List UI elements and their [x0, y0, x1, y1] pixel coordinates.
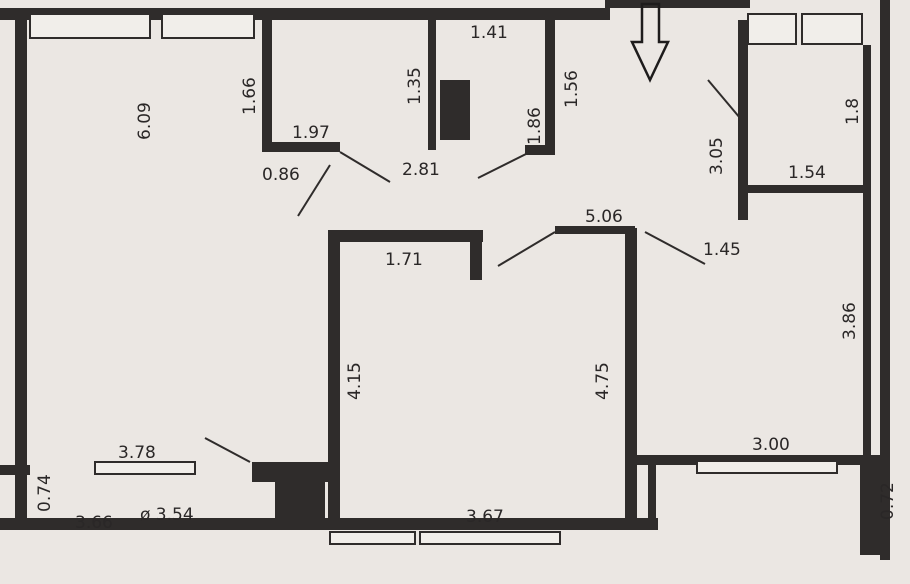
dim-label: 1.66 — [240, 77, 260, 115]
dim-label: 3.00 — [752, 435, 790, 455]
wall-bath-right — [545, 20, 555, 155]
wall-bed2-right — [625, 228, 637, 528]
window-bottom-left — [329, 531, 416, 545]
entrance-arrow-icon — [630, 2, 670, 83]
door-closet — [707, 79, 741, 119]
door-bath — [477, 151, 531, 179]
wall-closet — [738, 20, 748, 220]
dim-label: 1.54 — [788, 163, 826, 183]
left-wall — [15, 8, 27, 518]
window-top-right-b — [801, 13, 863, 45]
windows — [29, 13, 863, 545]
dim-label: 0.72 — [878, 482, 898, 520]
dim-label: 0.74 — [35, 474, 55, 512]
dim-label: 1.8 — [843, 98, 863, 125]
right-wall — [880, 0, 890, 560]
dim-label: 3.86 — [840, 302, 860, 340]
wall-closet-bottom — [745, 185, 863, 193]
corner-wall — [648, 465, 656, 530]
door-wc — [339, 151, 391, 183]
window-top-left — [29, 13, 151, 39]
dim-label: 6.09 — [135, 102, 155, 140]
window-bedroom — [419, 531, 561, 545]
window-top-mid — [161, 13, 255, 39]
wall-balcony — [252, 462, 332, 482]
window-living — [94, 461, 196, 475]
balcony-wall — [0, 465, 30, 475]
wall-wc-bottom — [262, 142, 340, 152]
dim-label: 1.71 — [385, 250, 423, 270]
interior-walls — [0, 20, 888, 555]
door-swings — [204, 79, 741, 463]
wall-wc-left — [262, 20, 272, 148]
door-balcony — [204, 437, 251, 463]
balcony-right — [860, 465, 888, 555]
dimension-labels: 6.09 1.66 1.97 0.86 1.41 1.35 2.81 1.86 … — [35, 23, 898, 533]
dim-label: ø 3.54 — [140, 505, 194, 525]
closet-box — [275, 482, 325, 522]
dim-label: 1.45 — [703, 240, 741, 260]
door-bed-right — [644, 231, 706, 265]
top-wall — [0, 8, 610, 20]
dim-label: 4.15 — [345, 362, 365, 400]
dim-label: 3.05 — [707, 137, 727, 175]
dim-label: 3.66 — [75, 513, 113, 533]
dim-label: 1.86 — [525, 107, 545, 145]
dim-label: 4.75 — [593, 362, 613, 400]
door-bed — [497, 231, 556, 267]
door-wc-2 — [297, 164, 331, 217]
dim-label: 3.78 — [118, 443, 156, 463]
bathtub — [440, 80, 470, 140]
dim-label: 0.86 — [262, 165, 300, 185]
wall-bath-bottom — [525, 145, 555, 155]
window-top-right-a — [747, 13, 797, 45]
dim-label: 1.97 — [292, 123, 330, 143]
dim-label: 1.35 — [405, 67, 425, 105]
dim-label: 3.67 — [466, 507, 504, 527]
wall-corridor — [555, 226, 635, 234]
dim-label: 1.56 — [562, 70, 582, 108]
top-wall-right — [605, 0, 750, 8]
window-bedroom-right — [696, 460, 838, 474]
wall-bed2-top — [328, 230, 483, 242]
right-inner-wall — [863, 45, 871, 455]
dim-label: 5.06 — [585, 207, 623, 227]
dim-label: 2.81 — [402, 160, 440, 180]
wall-bed2-left — [328, 230, 340, 530]
dim-label: 1.41 — [470, 23, 508, 43]
wall-bath-left — [428, 20, 436, 150]
wall-bed2-stub — [470, 230, 482, 280]
